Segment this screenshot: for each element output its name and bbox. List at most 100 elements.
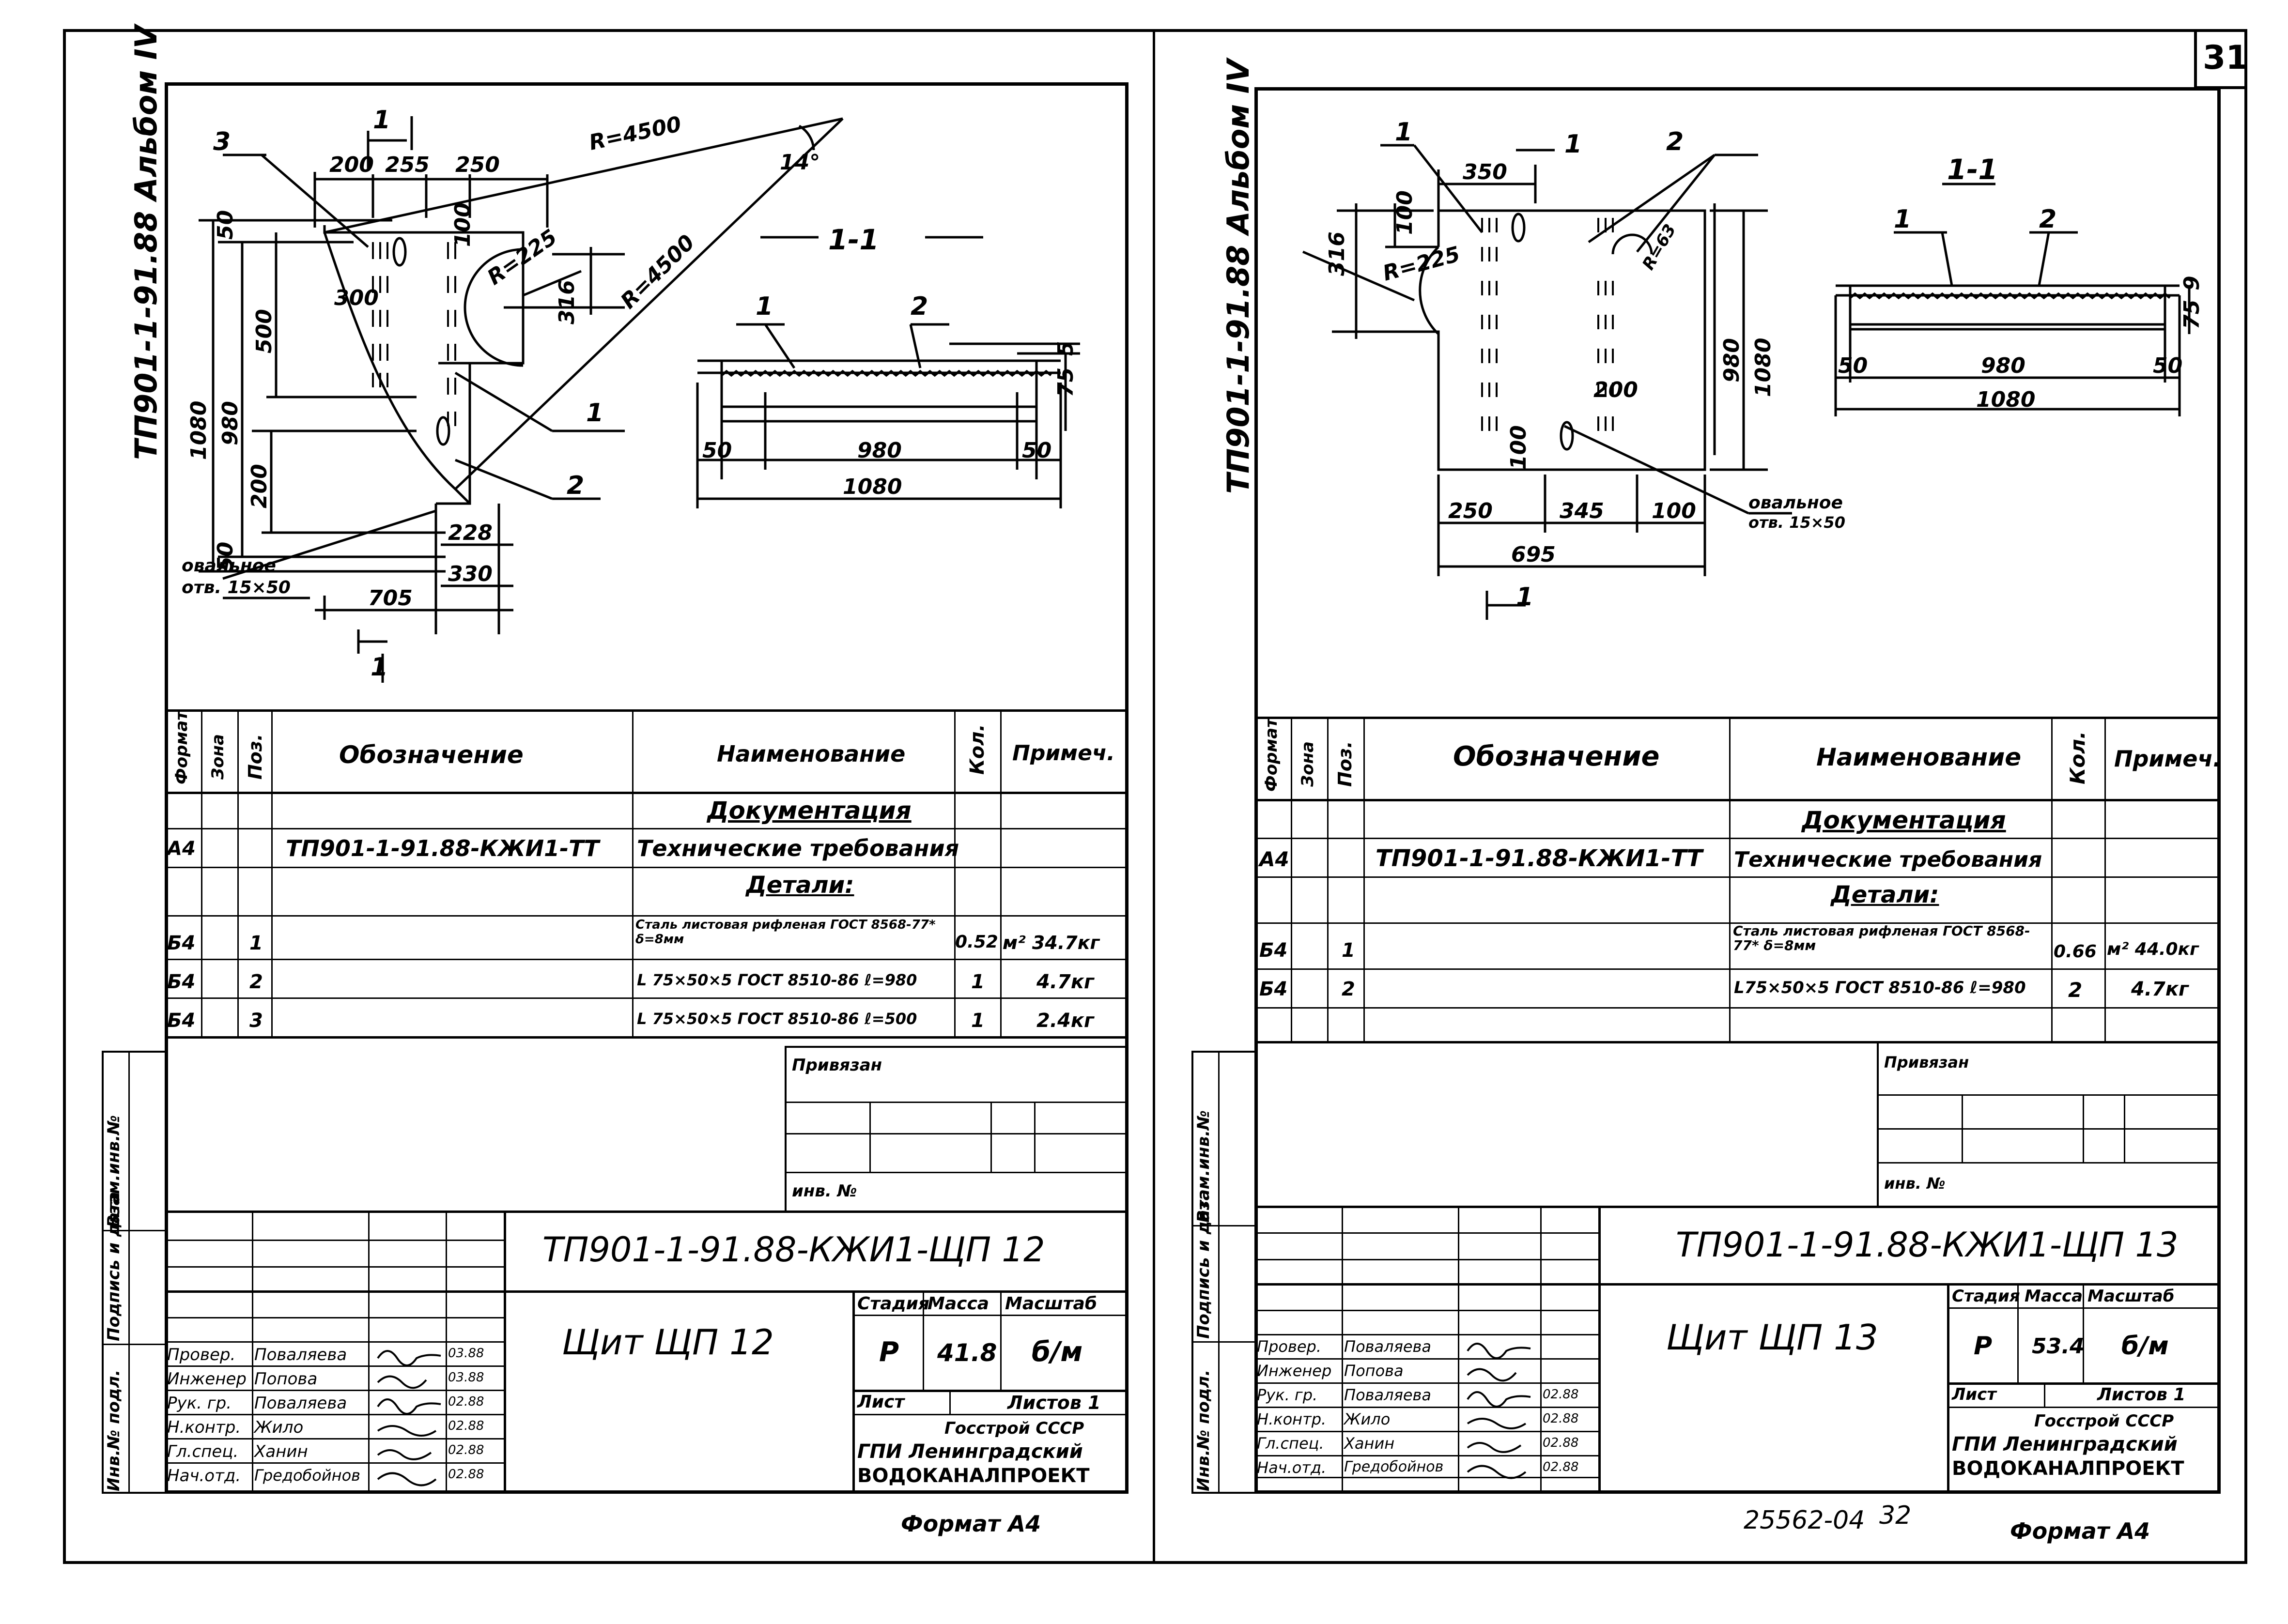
r-dim-100c: 100 bbox=[1652, 499, 1696, 523]
dim-50-top: 50 bbox=[213, 210, 238, 240]
right-p3-role: Рук. гр. bbox=[1257, 1386, 1318, 1404]
left-row1-note: м² 34.7кг bbox=[1003, 932, 1100, 953]
left-p5-name: Ханин bbox=[254, 1442, 308, 1461]
r-dim-316: 316 bbox=[1325, 231, 1349, 276]
left-row3-pos: 3 bbox=[249, 1010, 263, 1032]
left-p3-date: 02.88 bbox=[448, 1394, 484, 1409]
left-scale: б/м bbox=[1032, 1336, 1083, 1368]
right-p3-name: Поваляева bbox=[1344, 1386, 1431, 1404]
left-sheet-frame bbox=[165, 82, 1129, 1494]
left-row2-pos: 2 bbox=[249, 971, 263, 993]
left-hdr-format: Формат bbox=[172, 711, 191, 784]
left-privyazan: Привязан bbox=[792, 1056, 882, 1075]
left-hdr-pos: Поз. bbox=[245, 734, 266, 780]
left-stage-h: Стадия bbox=[857, 1294, 929, 1314]
section-pos-1: 1 bbox=[756, 292, 773, 321]
right-hdr-zone: Зона bbox=[1298, 741, 1317, 787]
dim-316: 316 bbox=[555, 280, 579, 324]
right-p4-role: Н.контр. bbox=[1257, 1410, 1327, 1428]
r-section-75: 75 bbox=[2180, 300, 2204, 329]
left-p2-name: Попова bbox=[254, 1369, 318, 1389]
left-p4-date: 02.88 bbox=[448, 1419, 484, 1433]
dim-1080: 1080 bbox=[186, 401, 211, 460]
right-side-vzam: Взам.инв.№ bbox=[1194, 1110, 1213, 1223]
left-inv: инв. № bbox=[792, 1181, 857, 1201]
left-org3: ВОДОКАНАЛПРОЕКТ bbox=[857, 1465, 1090, 1487]
right-p4-date: 02.88 bbox=[1543, 1411, 1579, 1426]
left-hdr-name: Наименование bbox=[717, 741, 906, 767]
section-dim-5: 5 bbox=[1053, 341, 1078, 356]
left-row-tt-name: Технические требования bbox=[637, 835, 959, 861]
right-p5-role: Гл.спец. bbox=[1257, 1434, 1324, 1453]
r-section-title: 1-1 bbox=[1947, 153, 1998, 186]
left-row2-name: L 75×50×5 ГОСТ 8510-86 ℓ=980 bbox=[637, 971, 917, 989]
left-row-tt-code: ТП901-1-91.88-КЖИ1-ТТ bbox=[286, 835, 599, 861]
r-dim-250: 250 bbox=[1448, 499, 1493, 523]
r-section-9: 9 bbox=[2180, 276, 2204, 291]
right-hdr-note: Примеч. bbox=[2114, 746, 2222, 772]
right-p6-name: Гредобойнов bbox=[1344, 1458, 1444, 1475]
left-row2-qty: 1 bbox=[971, 971, 985, 993]
dim-250: 250 bbox=[455, 153, 500, 177]
left-p2-date: 03.88 bbox=[448, 1370, 484, 1385]
left-row-tt-fmt: А4 bbox=[167, 838, 196, 860]
right-scale-h: Масштаб bbox=[2087, 1287, 2175, 1306]
dim-200: 200 bbox=[329, 153, 374, 177]
right-p1-name: Поваляева bbox=[1344, 1337, 1431, 1356]
left-org1: Госстрой СССР bbox=[944, 1419, 1084, 1438]
sheet-divider bbox=[1153, 29, 1155, 1564]
left-p1-role: Провер. bbox=[167, 1345, 236, 1364]
dim-330: 330 bbox=[448, 562, 493, 586]
left-format: Формат А4 bbox=[901, 1511, 1041, 1537]
right-org3: ВОДОКАНАЛПРОЕКТ bbox=[1952, 1457, 2184, 1480]
left-list: Лист bbox=[857, 1392, 905, 1412]
left-row1-name: Сталь листовая рифленая ГОСТ 8568-77* δ=… bbox=[635, 918, 936, 947]
left-row-det: Детали: bbox=[746, 872, 854, 899]
right-p3-date: 02.88 bbox=[1543, 1387, 1579, 1402]
r-section-1080: 1080 bbox=[1976, 387, 2035, 412]
left-side-stamp bbox=[102, 1051, 165, 1494]
right-p5-date: 02.88 bbox=[1543, 1436, 1579, 1450]
left-hdr-code: Обозначение bbox=[339, 741, 524, 769]
r-section-980: 980 bbox=[1981, 353, 2025, 378]
right-org1: Госстрой СССР bbox=[2034, 1411, 2174, 1431]
dim-228: 228 bbox=[448, 521, 493, 545]
right-hdr-format: Формат bbox=[1262, 718, 1281, 792]
left-title: Щит ЩП 12 bbox=[562, 1322, 774, 1363]
left-p4-name: Жило bbox=[254, 1418, 304, 1437]
section-title: 1-1 bbox=[828, 223, 879, 256]
page-frame bbox=[63, 29, 2247, 1564]
right-sheet-frame bbox=[1254, 87, 2221, 1494]
left-hdr-note: Примеч. bbox=[1012, 741, 1115, 766]
r-pos-1-top: 1 bbox=[1395, 118, 1412, 147]
left-row1-fmt: Б4 bbox=[167, 932, 196, 954]
right-row-tt-fmt: А4 bbox=[1259, 847, 1289, 871]
left-spec-top bbox=[165, 709, 1129, 712]
dim-255: 255 bbox=[385, 153, 430, 177]
right-row-tt-code: ТП901-1-91.88-КЖИ1-ТТ bbox=[1376, 845, 1703, 872]
r-section-50-r: 50 bbox=[2153, 353, 2182, 378]
section-dim-1080: 1080 bbox=[843, 475, 902, 499]
bottom-num: 32 bbox=[1879, 1501, 1912, 1530]
left-row-doc: Документация bbox=[707, 797, 912, 825]
section-pos-2: 2 bbox=[911, 292, 928, 321]
dim-200-v: 200 bbox=[247, 464, 272, 508]
dim-r4500-b: R=4500 bbox=[616, 230, 700, 314]
right-p1-role: Провер. bbox=[1257, 1337, 1321, 1356]
left-p1-name: Поваляева bbox=[254, 1345, 347, 1364]
right-album-label: ТП901-1-91.88 Альбом IV bbox=[1221, 59, 1256, 494]
right-row-det: Детали: bbox=[1831, 881, 1939, 908]
right-p6-role: Нач.отд. bbox=[1257, 1458, 1327, 1477]
pos-2-label: 2 bbox=[567, 471, 584, 500]
right-hdr-qty: Кол. bbox=[2066, 731, 2089, 784]
r-dim-980: 980 bbox=[1719, 338, 1744, 383]
left-privyazan-box bbox=[785, 1046, 1129, 1210]
right-row1-note: м² 44.0кг bbox=[2107, 939, 2199, 959]
left-mass: 41.8 bbox=[937, 1339, 997, 1367]
dim-50-bot: 50 bbox=[213, 542, 238, 571]
r-dim-345: 345 bbox=[1560, 499, 1604, 523]
bottom-code: 25562-04 bbox=[1744, 1506, 1865, 1535]
right-signatures bbox=[1467, 1343, 1531, 1479]
oval-label-1: овальное bbox=[182, 556, 276, 576]
left-row1-qty: 0.52 bbox=[955, 932, 998, 952]
